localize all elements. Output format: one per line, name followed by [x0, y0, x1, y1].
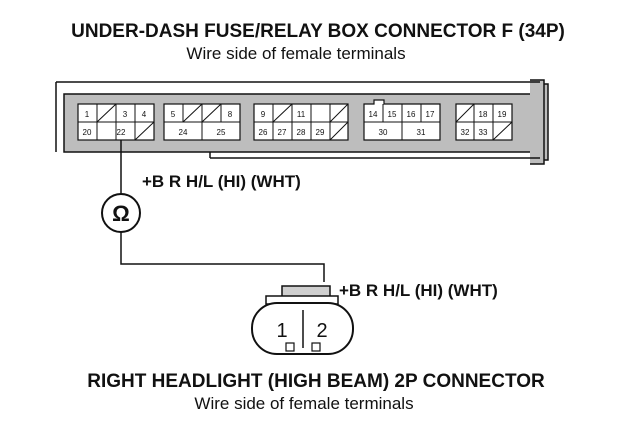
fuse-box-connector: 1 3 4 20 22 5 8 24 25 9 11 26 27 28 29 [55, 79, 549, 165]
pin-label: 24 [179, 128, 188, 137]
connector-latch [530, 79, 549, 165]
pin-label: 14 [369, 110, 378, 119]
wire-label-upper: +B R H/L (HI) (WHT) [142, 172, 301, 191]
pin-label: 25 [217, 128, 226, 137]
pin-label: 11 [297, 110, 306, 119]
top-connector-title: UNDER-DASH FUSE/RELAY BOX CONNECTOR F (3… [71, 21, 565, 42]
pin-label: 1 [276, 320, 287, 342]
pin-label: 29 [316, 128, 325, 137]
pin-label: 15 [388, 110, 397, 119]
pin-label: 20 [83, 128, 92, 137]
pin-label: 9 [261, 110, 266, 119]
bottom-connector-title: RIGHT HEADLIGHT (HIGH BEAM) 2P CONNECTOR [87, 371, 545, 392]
bottom-connector-subtitle: Wire side of female terminals [194, 394, 413, 413]
top-connector-subtitle: Wire side of female terminals [186, 44, 405, 63]
headlight-connector: 1 2 [251, 285, 354, 355]
pin-label: 19 [498, 110, 507, 119]
wire-to-headlight-pin-2 [120, 232, 325, 282]
test-circuit: Ω [101, 140, 325, 282]
ohm-icon: Ω [112, 201, 130, 226]
pin-label: 4 [142, 110, 147, 119]
pin-label: 30 [379, 128, 388, 137]
pin-label: 31 [417, 128, 426, 137]
pin-label: 26 [259, 128, 268, 137]
pin-label: 2 [316, 320, 327, 342]
pin-label: 5 [171, 110, 176, 119]
pin-label: 27 [278, 128, 287, 137]
pin-label: 16 [407, 110, 416, 119]
wire-label-lower: +B R H/L (HI) (WHT) [339, 281, 498, 300]
pin-label: 3 [123, 110, 128, 119]
pin-label: 18 [479, 110, 488, 119]
pin-label: 32 [461, 128, 470, 137]
pin-label: 22 [117, 128, 126, 137]
pin-label: 33 [479, 128, 488, 137]
pin-label: 17 [426, 110, 435, 119]
pin-label: 8 [228, 110, 233, 119]
pin-label: 1 [85, 110, 90, 119]
pin-label: 28 [297, 128, 306, 137]
